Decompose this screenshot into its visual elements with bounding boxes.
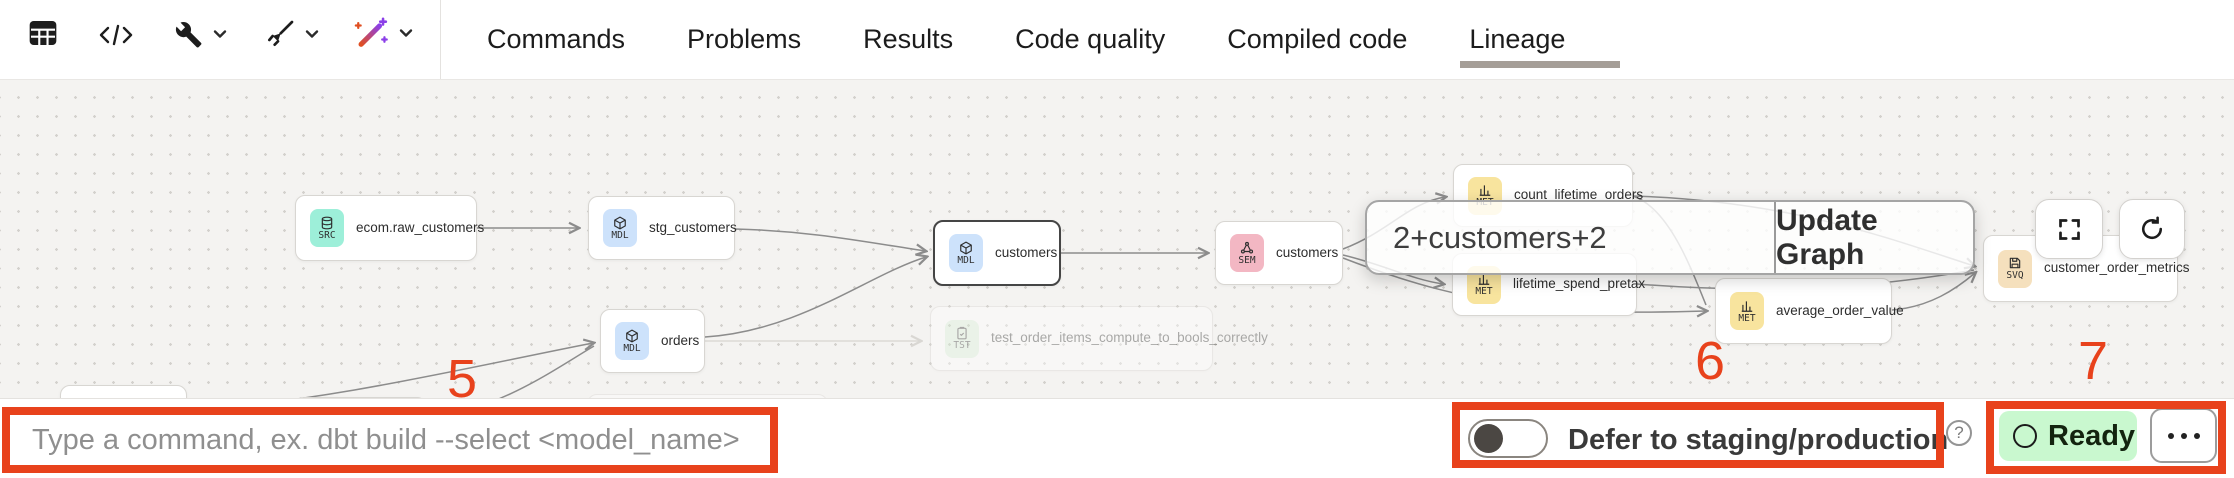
node-type-badge: MET — [1730, 292, 1764, 330]
lineage-selector-popover: 2+customers+2 Update Graph — [1365, 200, 1975, 275]
graph-node-stg-customers[interactable]: MDL stg_customers — [588, 196, 737, 260]
refresh-graph-button[interactable] — [2119, 199, 2185, 259]
node-type-badge: SEM — [1230, 234, 1264, 272]
graph-node-test-order-items[interactable]: TST test_order_items_compute_to_bools_co… — [930, 306, 1268, 371]
editor-toolbar — [0, 0, 440, 79]
compile-code-button[interactable] — [98, 20, 134, 50]
wrench-icon — [175, 22, 202, 48]
toolbar-divider — [440, 0, 441, 79]
status-label: Ready — [2048, 419, 2136, 452]
node-type-badge: MDL — [603, 209, 637, 247]
semantic-model-icon — [1240, 241, 1254, 254]
graph-node-orders[interactable]: MDL orders — [600, 309, 705, 373]
toggle-knob — [1474, 424, 1503, 453]
tab-lineage[interactable]: Lineage — [1469, 24, 1566, 54]
selector-expression-input[interactable]: 2+customers+2 — [1393, 219, 1607, 255]
defer-toggle[interactable] — [1468, 419, 1548, 458]
graph-node-customers-semantic[interactable]: SEM customers — [1215, 221, 1343, 285]
node-type-badge: SRC — [310, 209, 344, 247]
refresh-icon — [2141, 216, 2163, 240]
build-tools-button[interactable] — [172, 18, 230, 50]
ai-assist-button[interactable] — [352, 16, 416, 50]
chevron-down-icon — [305, 30, 319, 38]
defer-toggle-label: Defer to staging/production — [1568, 424, 1949, 456]
code-icon — [99, 24, 133, 46]
tab-problems[interactable]: Problems — [687, 24, 802, 54]
node-type-badge: MDL — [949, 234, 983, 272]
command-input[interactable] — [30, 410, 754, 470]
broom-icon — [268, 20, 294, 46]
chevron-down-icon — [399, 29, 413, 37]
chevron-down-icon — [213, 30, 227, 38]
update-graph-button[interactable]: Update Graph — [1776, 203, 1878, 271]
magic-wand-icon — [354, 17, 388, 47]
cube-icon — [626, 329, 638, 343]
fit-view-button[interactable] — [2035, 199, 2103, 259]
active-tab-indicator — [1460, 61, 1620, 68]
node-type-badge: SVQ — [1998, 249, 2032, 288]
status-circle-icon — [2013, 424, 2037, 448]
bar-chart-icon — [1741, 301, 1753, 312]
saved-query-icon — [2009, 258, 2021, 269]
test-clipboard-icon — [957, 327, 967, 340]
help-icon[interactable]: ? — [1946, 420, 1972, 446]
table-icon — [29, 21, 57, 45]
graph-node-ecom-raw-customers[interactable]: SRC ecom.raw_customers — [295, 195, 484, 261]
database-icon — [321, 216, 333, 230]
preview-table-button[interactable] — [26, 17, 60, 49]
tab-commands[interactable]: Commands — [487, 24, 626, 54]
tab-results[interactable]: Results — [863, 24, 954, 54]
format-clean-button[interactable] — [264, 18, 322, 50]
panel-tabs: Commands Problems Results Code quality C… — [487, 0, 1565, 79]
ellipsis-icon — [2167, 432, 2174, 439]
more-options-button[interactable] — [2150, 408, 2217, 463]
tab-compiled-code[interactable]: Compiled code — [1227, 24, 1408, 54]
bar-chart-icon — [1479, 185, 1491, 197]
graph-node-average-order-value[interactable]: MET average_order_value — [1715, 278, 1904, 344]
fullscreen-icon — [2058, 218, 2080, 240]
status-ready-button[interactable]: Ready — [1999, 411, 2137, 461]
lineage-graph-canvas[interactable]: SRC ecom.raw_customers MDL stg_customers… — [0, 79, 2234, 462]
top-bar: Commands Problems Results Code quality C… — [0, 0, 2234, 80]
graph-node-customers-model[interactable]: MDL customers — [933, 220, 1061, 286]
cube-icon — [614, 216, 626, 230]
node-type-badge: TST — [945, 319, 979, 358]
node-type-badge: MDL — [615, 322, 649, 360]
cube-icon — [960, 241, 972, 255]
tab-code-quality[interactable]: Code quality — [1015, 24, 1166, 54]
